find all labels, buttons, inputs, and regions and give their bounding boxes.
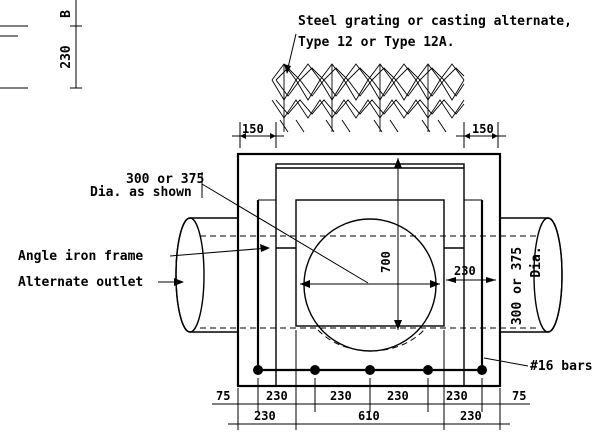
- angle-iron-note: Angle iron frame: [18, 249, 143, 264]
- dim-bottom-75-right: 75: [512, 389, 526, 403]
- dim-150-right: [456, 122, 506, 148]
- steel-grating-hatch: [271, 63, 465, 133]
- dim-bottom-230-d: 230: [446, 389, 468, 403]
- dim-bottom-230-a: 230: [266, 389, 288, 403]
- bottom-dimension-chain: [212, 330, 530, 430]
- bar-dot-3: [365, 365, 375, 375]
- pipe-right: [500, 217, 563, 333]
- angle-iron-leader: [169, 247, 269, 257]
- bar-dot-1: [253, 365, 263, 375]
- dim-bottom-610: 610: [358, 409, 380, 423]
- grating-leader-arrow: [284, 64, 291, 74]
- dim-bottom-75-left: 75: [216, 389, 230, 403]
- label-b: B: [59, 10, 74, 18]
- alternate-outlet-note: Alternate outlet: [18, 275, 143, 290]
- bar-dot-5: [477, 365, 487, 375]
- bars-leader: [483, 357, 529, 367]
- dim-230-inner-label: 230: [454, 264, 476, 278]
- dim-bottom-230-right: 230: [460, 409, 482, 423]
- dim-bottom-230-c: 230: [387, 389, 409, 403]
- dim-150-right-label: 150: [472, 122, 494, 136]
- dim-230-top-left: 230: [59, 45, 74, 69]
- outlet-dia-line2: Dia.: [529, 246, 544, 277]
- dim-150-left: [232, 122, 284, 148]
- pipe-dia-leader: [201, 183, 369, 284]
- outlet-dia-line1: 300 or 375: [510, 247, 525, 325]
- dim-150-left-label: 150: [242, 122, 264, 136]
- bar-dot-4: [423, 365, 433, 375]
- pipe-dia-note-line1: 300 or 375: [126, 172, 204, 187]
- opening-dashed-arc: [317, 329, 425, 352]
- bar-dot-2: [310, 365, 320, 375]
- dim-700-label: 700: [379, 251, 393, 273]
- pipe-dia-note-line2: Dia. as shown: [90, 185, 192, 200]
- bars-note: #16 bars: [530, 359, 593, 374]
- dim-bottom-230-left: 230: [254, 409, 276, 423]
- circular-opening: [303, 218, 437, 352]
- angle-iron-frame: [295, 199, 445, 327]
- pipe-left: [175, 217, 238, 333]
- top-left-partial-detail: B 230: [0, 0, 82, 89]
- grating-note-line1: Steel grating or casting alternate,: [298, 14, 572, 29]
- dim-bottom-230-b: 230: [330, 389, 352, 403]
- grating-note-line2: Type 12 or Type 12A.: [298, 35, 455, 50]
